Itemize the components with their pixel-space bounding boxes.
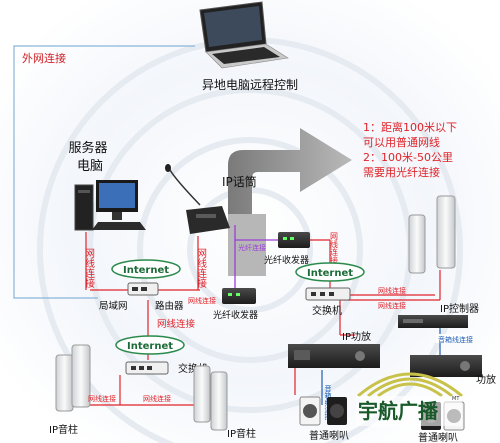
net-link-bottom-1: 网线连接 (88, 394, 116, 403)
note-line-2: 可以用普通网线 (363, 135, 440, 149)
ip-column-left-label: IP音柱 (49, 423, 78, 436)
ip-column-mid-label: IP音柱 (227, 427, 256, 440)
internet-label-bottom: Internet (127, 341, 173, 352)
audio-line-right-label: 音箱线连接 (438, 335, 473, 344)
wan-label: 外网连接 (22, 52, 66, 65)
router-icon (127, 282, 159, 296)
note-line-1: 1：距离100米以下 (363, 120, 457, 134)
net-link-mid-label: 网线连接 (157, 318, 196, 330)
net-link-label-a: 网线连接 (83, 248, 95, 289)
note-block: 1：距离100米以下 可以用普通网线 2：100米-50公里 需要用光纤连接 (363, 120, 457, 179)
net-link-short-label: 网线连接 (188, 296, 216, 305)
server-pc-icon (74, 180, 146, 231)
internet-label-top: Internet (123, 265, 169, 276)
fiber-transceiver-icon (278, 232, 310, 248)
router-label: 路由器 (155, 300, 184, 312)
fiber-transceiver-bottom-icon (222, 288, 256, 304)
server-label-1: 服务器 (68, 140, 107, 156)
fiber-transceiver-bottom-label: 光纤收发器 (213, 309, 258, 321)
switch-right-icon (305, 287, 351, 301)
net-link-label-b: 网线连接 (195, 248, 207, 289)
ip-controller-label: IP控制器 (440, 302, 479, 315)
microphone-icon (165, 164, 230, 234)
internet-label-right: Internet (307, 268, 353, 279)
speaker-column-icon (408, 195, 456, 274)
net-link-right-1: 网线连接 (378, 286, 406, 295)
internet-badge-top: Internet (111, 259, 181, 279)
arrow-shape (228, 128, 352, 276)
note-line-3: 2：100米-50公里 (363, 151, 453, 164)
controller-icon (398, 315, 468, 328)
normal-speaker-left-label: 普通喇叭 (309, 429, 349, 442)
fiber-transceiver-top-label: 光纤收发器 (264, 254, 309, 266)
amplifier-right-icon (410, 355, 482, 377)
remote-label: 异地电脑远程控制 (202, 77, 298, 92)
note-line-4: 需要用光纤连接 (363, 165, 440, 179)
lan-label: 局域网 (99, 300, 128, 312)
net-link-right-2: 网线连接 (378, 301, 406, 310)
brand-tm: MT (452, 396, 460, 402)
switch-left-icon (125, 361, 169, 375)
brand-label: 宇航广播 (358, 399, 439, 423)
fiber-link-label: 光纤连接 (238, 243, 266, 252)
net-link-bottom-2: 网线连接 (143, 394, 171, 403)
server-label-2: 电脑 (77, 159, 103, 174)
wan-connection: 外网连接 (13, 45, 195, 299)
amplifier-icon (288, 344, 380, 368)
normal-speaker-right-label: 普通喇叭 (418, 431, 458, 443)
ip-mic-label: IP话筒 (222, 174, 257, 189)
speaker-column-left-icon (55, 344, 228, 431)
laptop-icon (199, 1, 289, 69)
internet-badge-bottom: Internet (115, 335, 185, 355)
switch-right-label: 交换机 (312, 304, 342, 317)
amp-right-label: 功放 (476, 373, 496, 386)
ip-amp-label: IP功放 (342, 330, 371, 343)
internet-badge-right: Internet (295, 262, 365, 282)
net-link-label-c: 网线连接 (330, 232, 339, 265)
brand-logo: 宇航广播 MT (356, 372, 463, 426)
